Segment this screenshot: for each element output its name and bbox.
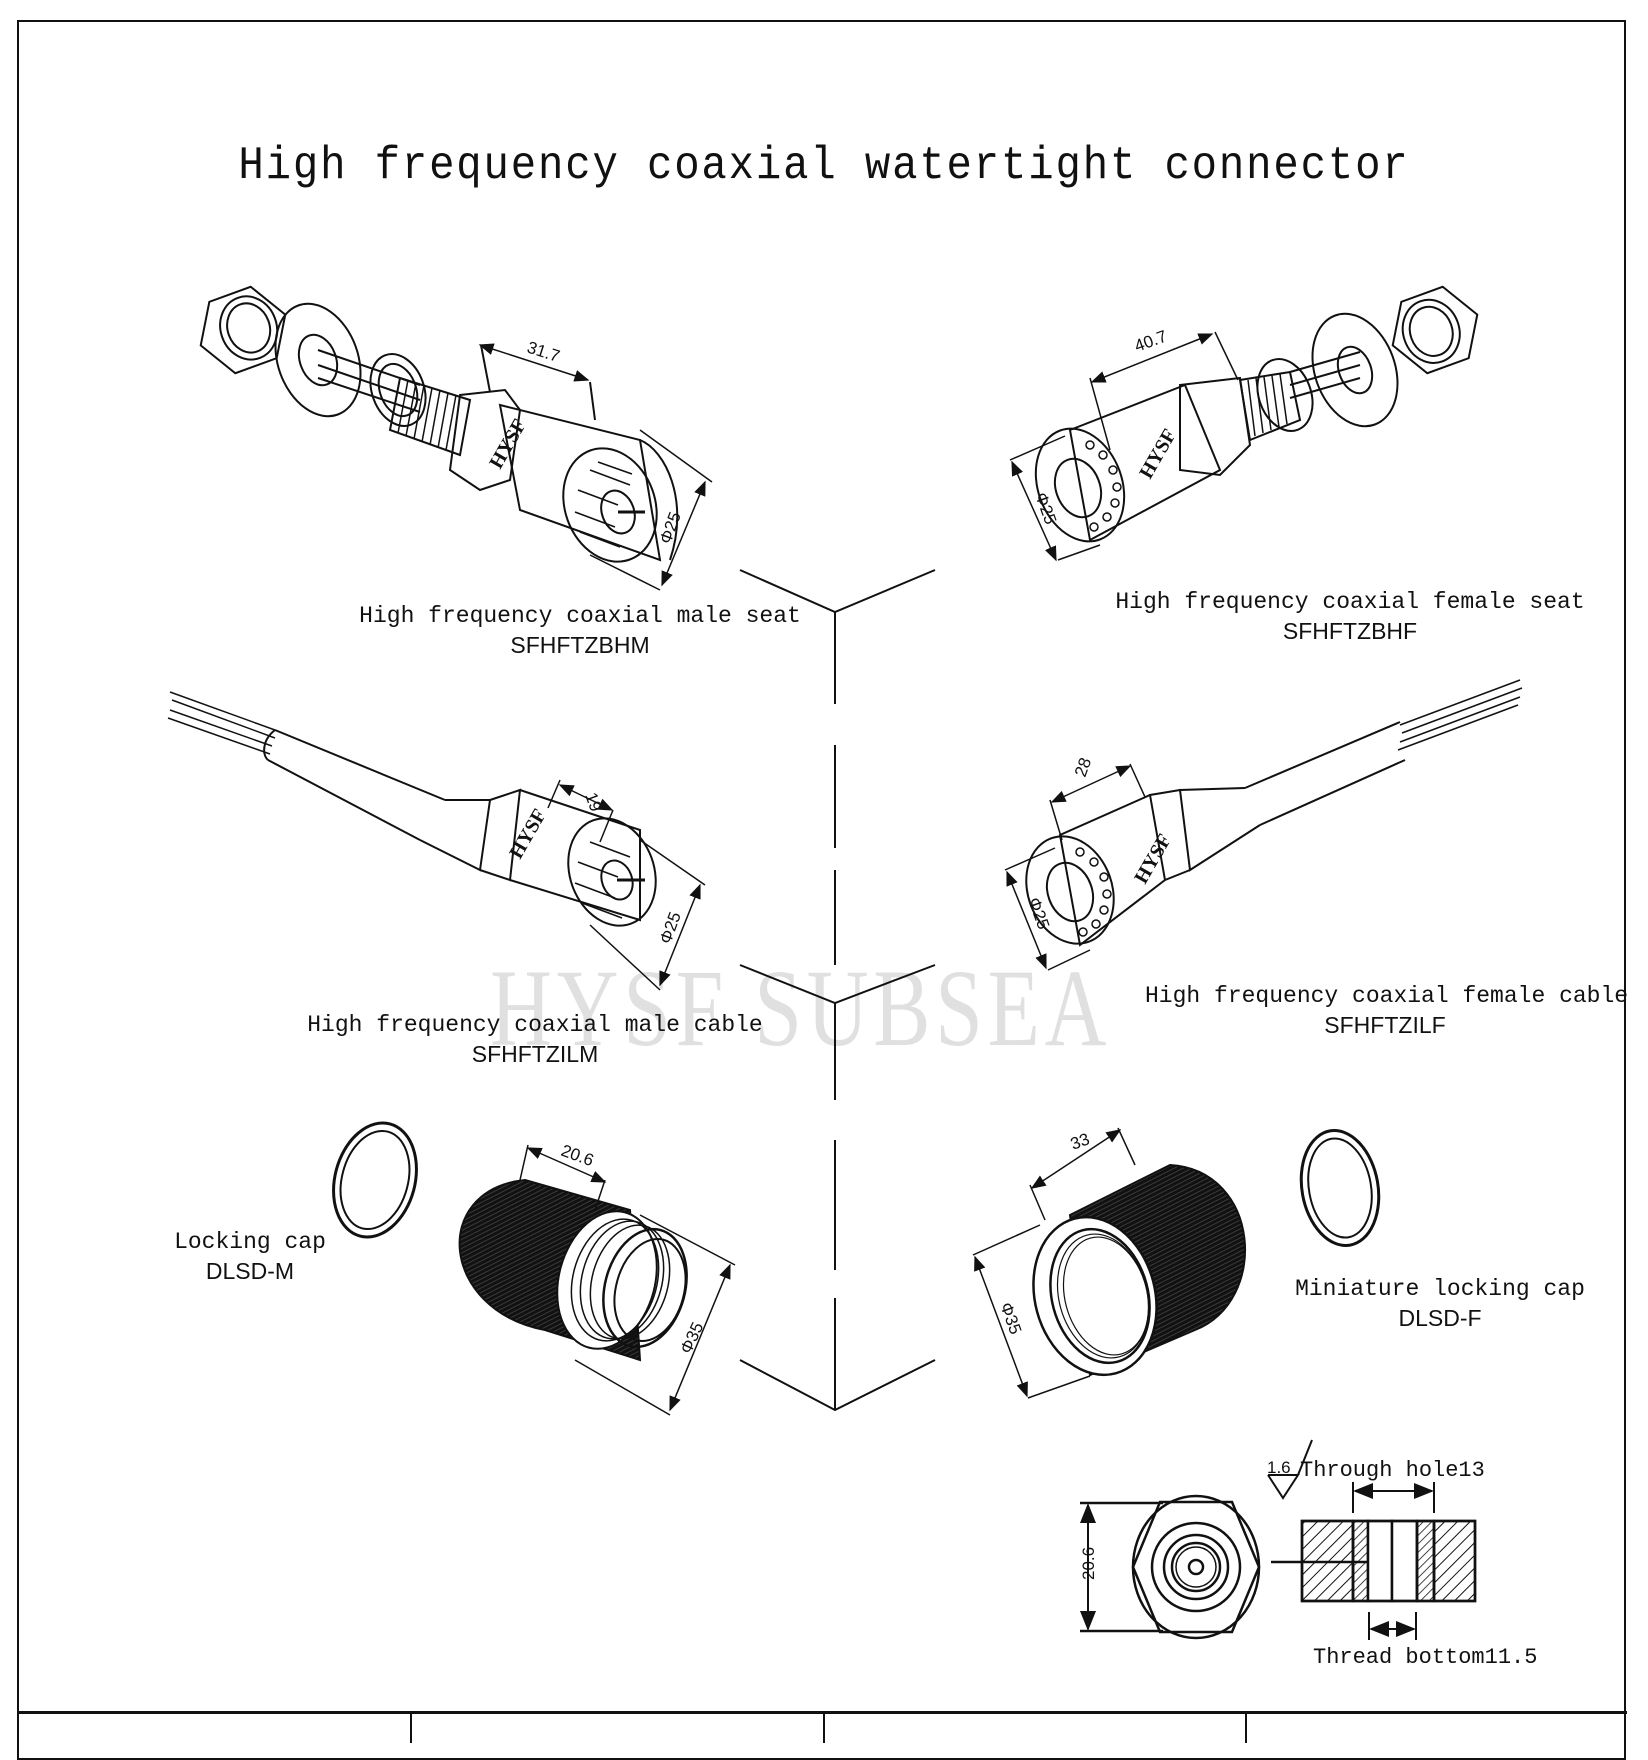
split-ring — [332, 1121, 418, 1239]
part-code: SFHFTZILM — [471, 1041, 599, 1067]
pin-face — [567, 817, 657, 927]
part-code: DLSD-M — [205, 1258, 295, 1284]
o-ring — [369, 353, 427, 427]
part-name: Locking cap — [174, 1229, 326, 1255]
part-label-female-seat: High frequency coaxial female seat SFHFT… — [1110, 588, 1590, 646]
male-seat-drawing: HYSF 31.7 Φ25 — [199, 285, 713, 591]
part-label-locking-cap-m: Locking cap DLSD-M — [170, 1228, 330, 1286]
o-ring — [1256, 358, 1314, 432]
part-code: SFHFTZILF — [1324, 1012, 1446, 1038]
hex-flange — [448, 388, 522, 492]
drawing-title: High frequency coaxial watertight connec… — [238, 140, 1410, 192]
thread-bottom-label: Thread bottom11.5 — [1313, 1645, 1537, 1670]
hex-flange — [1179, 376, 1252, 477]
dim-diameter: Φ35 — [676, 1319, 707, 1356]
brand-mark: HYSF — [505, 805, 551, 862]
part-label-male-cable: High frequency coaxial male cable SFHFTZ… — [305, 1011, 765, 1069]
pin-face — [562, 447, 658, 563]
nut-detail-drawing: 20.6 1.6 Through h — [1079, 1439, 1537, 1670]
title-block-cell-divider — [410, 1713, 412, 1743]
male-cable-drawing: HYSF 19 Φ25 — [167, 691, 706, 991]
part-code: SFHFTZBHF — [1282, 618, 1418, 644]
dim-length: 40.7 — [1132, 327, 1170, 356]
dim-length: 28 — [1071, 755, 1095, 779]
part-name: High frequency coaxial male cable — [307, 1012, 763, 1038]
locking-cap-f-drawing: 33 Φ35 — [972, 1127, 1381, 1399]
nut-section-view — [1300, 1519, 1477, 1603]
part-name: High frequency coaxial female seat — [1115, 589, 1585, 615]
split-ring — [1299, 1129, 1381, 1247]
surface-finish-symbol — [1267, 1474, 1300, 1500]
part-name: High frequency coaxial female cable — [1145, 983, 1629, 1009]
center-divider — [739, 569, 936, 1412]
brand-mark: HYSF — [485, 415, 531, 472]
part-name: Miniature locking cap — [1295, 1276, 1585, 1302]
locking-cap-m-drawing: 20.6 Φ35 — [332, 1121, 736, 1416]
title-block-cell-divider — [17, 1713, 19, 1743]
female-cable-drawing: HYSF 28 Φ25 — [1004, 679, 1523, 971]
through-hole-label: Through hole13 — [1300, 1458, 1485, 1483]
part-label-female-cable: High frequency coaxial female cable SFHF… — [1145, 982, 1629, 1040]
dim-diameter: Φ25 — [656, 909, 685, 946]
brand-mark: HYSF — [1135, 425, 1181, 482]
part-code: DLSD-F — [1398, 1305, 1482, 1331]
divider-v-mark — [739, 964, 936, 1005]
dim-diameter: Φ35 — [996, 1300, 1025, 1337]
title-block-top-line — [17, 1711, 1627, 1714]
washer — [1311, 312, 1399, 428]
part-label-male-seat: High frequency coaxial male seat SFHFTZB… — [350, 602, 810, 660]
surface-finish-value: 1.6 — [1267, 1458, 1291, 1477]
title-block-cell-divider — [823, 1713, 825, 1743]
hex-nut — [1391, 285, 1479, 375]
dim-hex-width: 20.6 — [1079, 1547, 1098, 1580]
threaded-shank — [388, 376, 472, 457]
divider-v-mark — [739, 1359, 936, 1412]
washer — [274, 302, 362, 418]
dim-length: 19 — [581, 790, 605, 814]
female-seat-drawing: HYSF 40.7 Φ25 — [1009, 285, 1479, 562]
part-code: SFHFTZBHM — [510, 632, 650, 658]
title-block-cell-divider — [1245, 1713, 1247, 1743]
part-name: High frequency coaxial male seat — [359, 603, 801, 629]
dim-length: 20.6 — [559, 1141, 597, 1170]
dim-diameter: Φ25 — [1031, 490, 1060, 527]
hex-nut — [199, 285, 287, 375]
watermark: HYSF SUBSEA — [490, 947, 1112, 1069]
part-label-locking-cap-f: Miniature locking cap DLSD-F — [1290, 1275, 1590, 1333]
